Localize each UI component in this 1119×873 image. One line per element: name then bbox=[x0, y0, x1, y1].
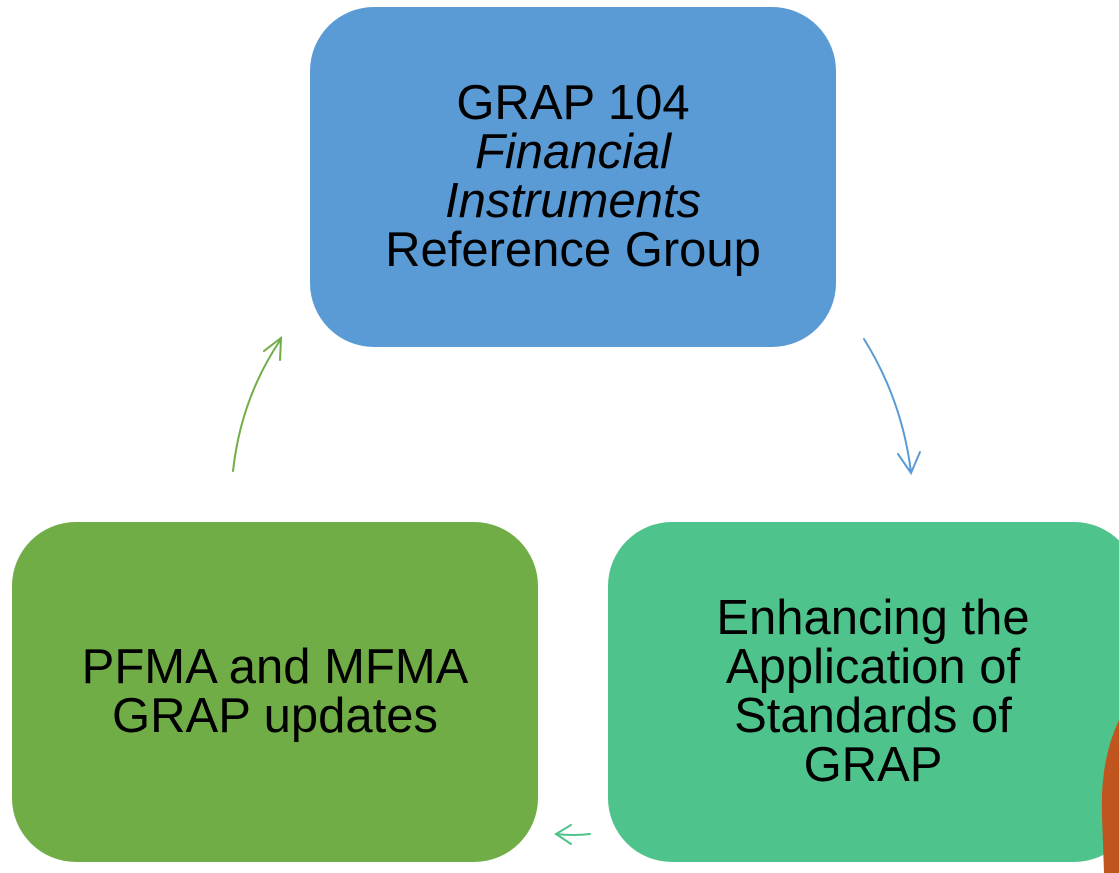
node-right-line-1: Enhancing the bbox=[716, 591, 1030, 645]
node-left-line-2: GRAP updates bbox=[112, 689, 438, 743]
node-right-line-2: Application of bbox=[725, 640, 1021, 694]
node-grap-104-reference-group: GRAP 104 Financial Instruments Reference… bbox=[310, 7, 836, 347]
node-top-line-3: Instruments bbox=[445, 174, 701, 228]
node-pfma-mfma-updates: PFMA and MFMA GRAP updates bbox=[12, 522, 538, 862]
node-left-line-1: PFMA and MFMA bbox=[81, 640, 469, 694]
node-enhancing-application: Enhancing the Application of Standards o… bbox=[608, 522, 1119, 862]
node-top-line-2: Financial bbox=[474, 125, 672, 179]
node-right-line-3: Standards of bbox=[734, 689, 1012, 743]
corner-photo-fragment bbox=[1101, 720, 1119, 873]
arrow-right-to-left bbox=[554, 824, 591, 845]
node-top-line-1: GRAP 104 bbox=[456, 76, 690, 130]
node-right-line-4: GRAP bbox=[803, 738, 943, 792]
node-top-line-4: Reference Group bbox=[385, 223, 761, 277]
arrow-top-to-right bbox=[863, 338, 921, 476]
arrow-left-to-top bbox=[232, 335, 283, 472]
